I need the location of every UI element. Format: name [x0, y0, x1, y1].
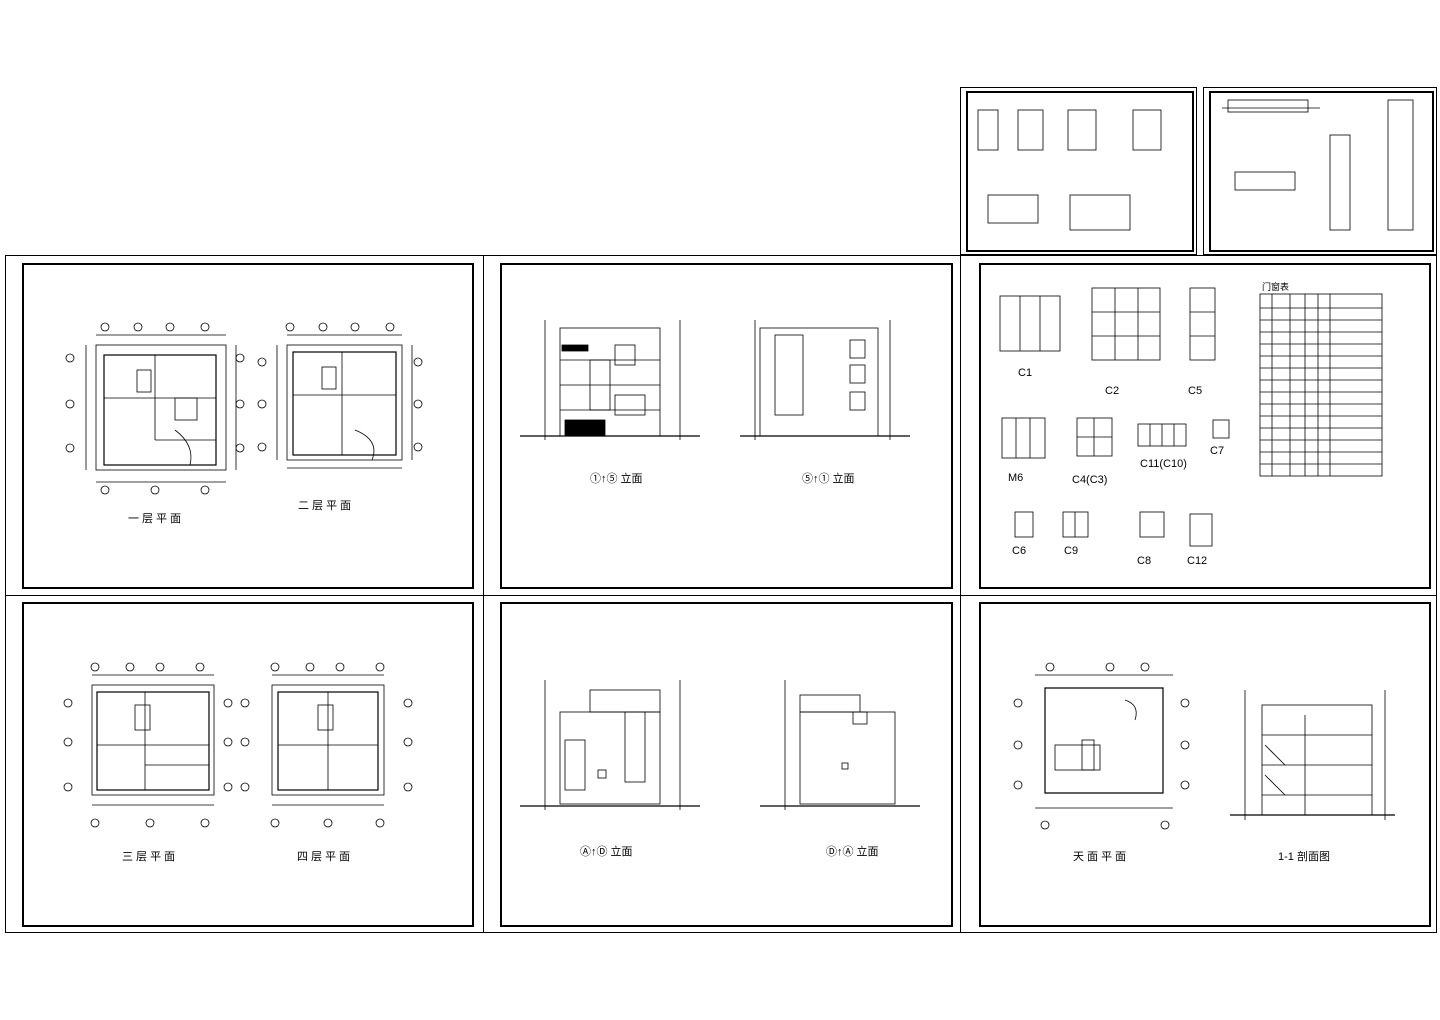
title-door-table: 门窗表 — [1262, 282, 1290, 292]
label-c2: C2 — [1105, 385, 1120, 397]
title-plan-2: 二 层 平 面 — [298, 500, 352, 512]
label-c5: C5 — [1188, 385, 1203, 397]
elevation-a-d — [520, 680, 700, 810]
label-c8: C8 — [1137, 555, 1152, 567]
sheet-border-top-left — [960, 87, 1197, 255]
title-plan-3: 三 层 平 面 — [122, 851, 176, 863]
grid-divider-h — [5, 595, 1437, 596]
grid-divider-v2 — [960, 255, 961, 933]
label-c12: C12 — [1187, 555, 1208, 567]
sheet-border-top-right — [1203, 87, 1437, 255]
floor-plan-1 — [65, 322, 245, 495]
title-plan-4: 四 层 平 面 — [297, 851, 351, 863]
label-c4-c3: C4(C3) — [1072, 474, 1108, 486]
elevation-1-5 — [520, 320, 700, 440]
frame-doors — [979, 263, 1431, 589]
title-elev-5-1: ⑤↑① 立面 — [802, 473, 855, 485]
frame-elev-1 — [500, 263, 953, 589]
label-c7: C7 — [1210, 445, 1225, 457]
section-1-1 — [1230, 690, 1395, 820]
elevation-5-1 — [740, 320, 910, 440]
frame-elev-2 — [500, 602, 953, 927]
sheet-border-grid — [5, 255, 1437, 933]
grid-divider-v1 — [483, 255, 484, 933]
floor-plan-2 — [257, 322, 423, 469]
label-m6: M6 — [1008, 472, 1024, 484]
door-window-table — [1259, 293, 1383, 477]
frame-roof — [979, 602, 1431, 927]
frame-plan-3-4 — [22, 602, 474, 927]
title-section: 1-1 剖面图 — [1278, 851, 1330, 863]
frame-stair-details — [966, 91, 1194, 252]
title-plan-1: 一 层 平 面 — [128, 513, 182, 525]
door-window-details — [999, 287, 1230, 547]
label-c6: C6 — [1012, 545, 1027, 557]
wall-details — [1222, 99, 1414, 231]
label-c11-c10: C11(C10) — [1140, 458, 1187, 470]
title-elev-a-d: Ⓐ↑Ⓓ 立面 — [580, 846, 633, 858]
floor-plan-3 — [63, 662, 233, 828]
title-roof-plan: 天 面 平 面 — [1073, 851, 1127, 863]
title-elev-d-a: Ⓓ↑Ⓐ 立面 — [826, 846, 879, 858]
elevation-d-a — [760, 680, 920, 810]
floor-plan-4 — [240, 662, 413, 828]
label-c9: C9 — [1064, 545, 1079, 557]
label-c1: C1 — [1018, 367, 1033, 379]
stair-details — [977, 109, 1162, 231]
title-elev-1-5: ①↑⑤ 立面 — [590, 473, 643, 485]
frame-plan-1-2 — [22, 263, 474, 589]
roof-plan — [1013, 662, 1190, 830]
frame-wall-details — [1209, 91, 1434, 252]
